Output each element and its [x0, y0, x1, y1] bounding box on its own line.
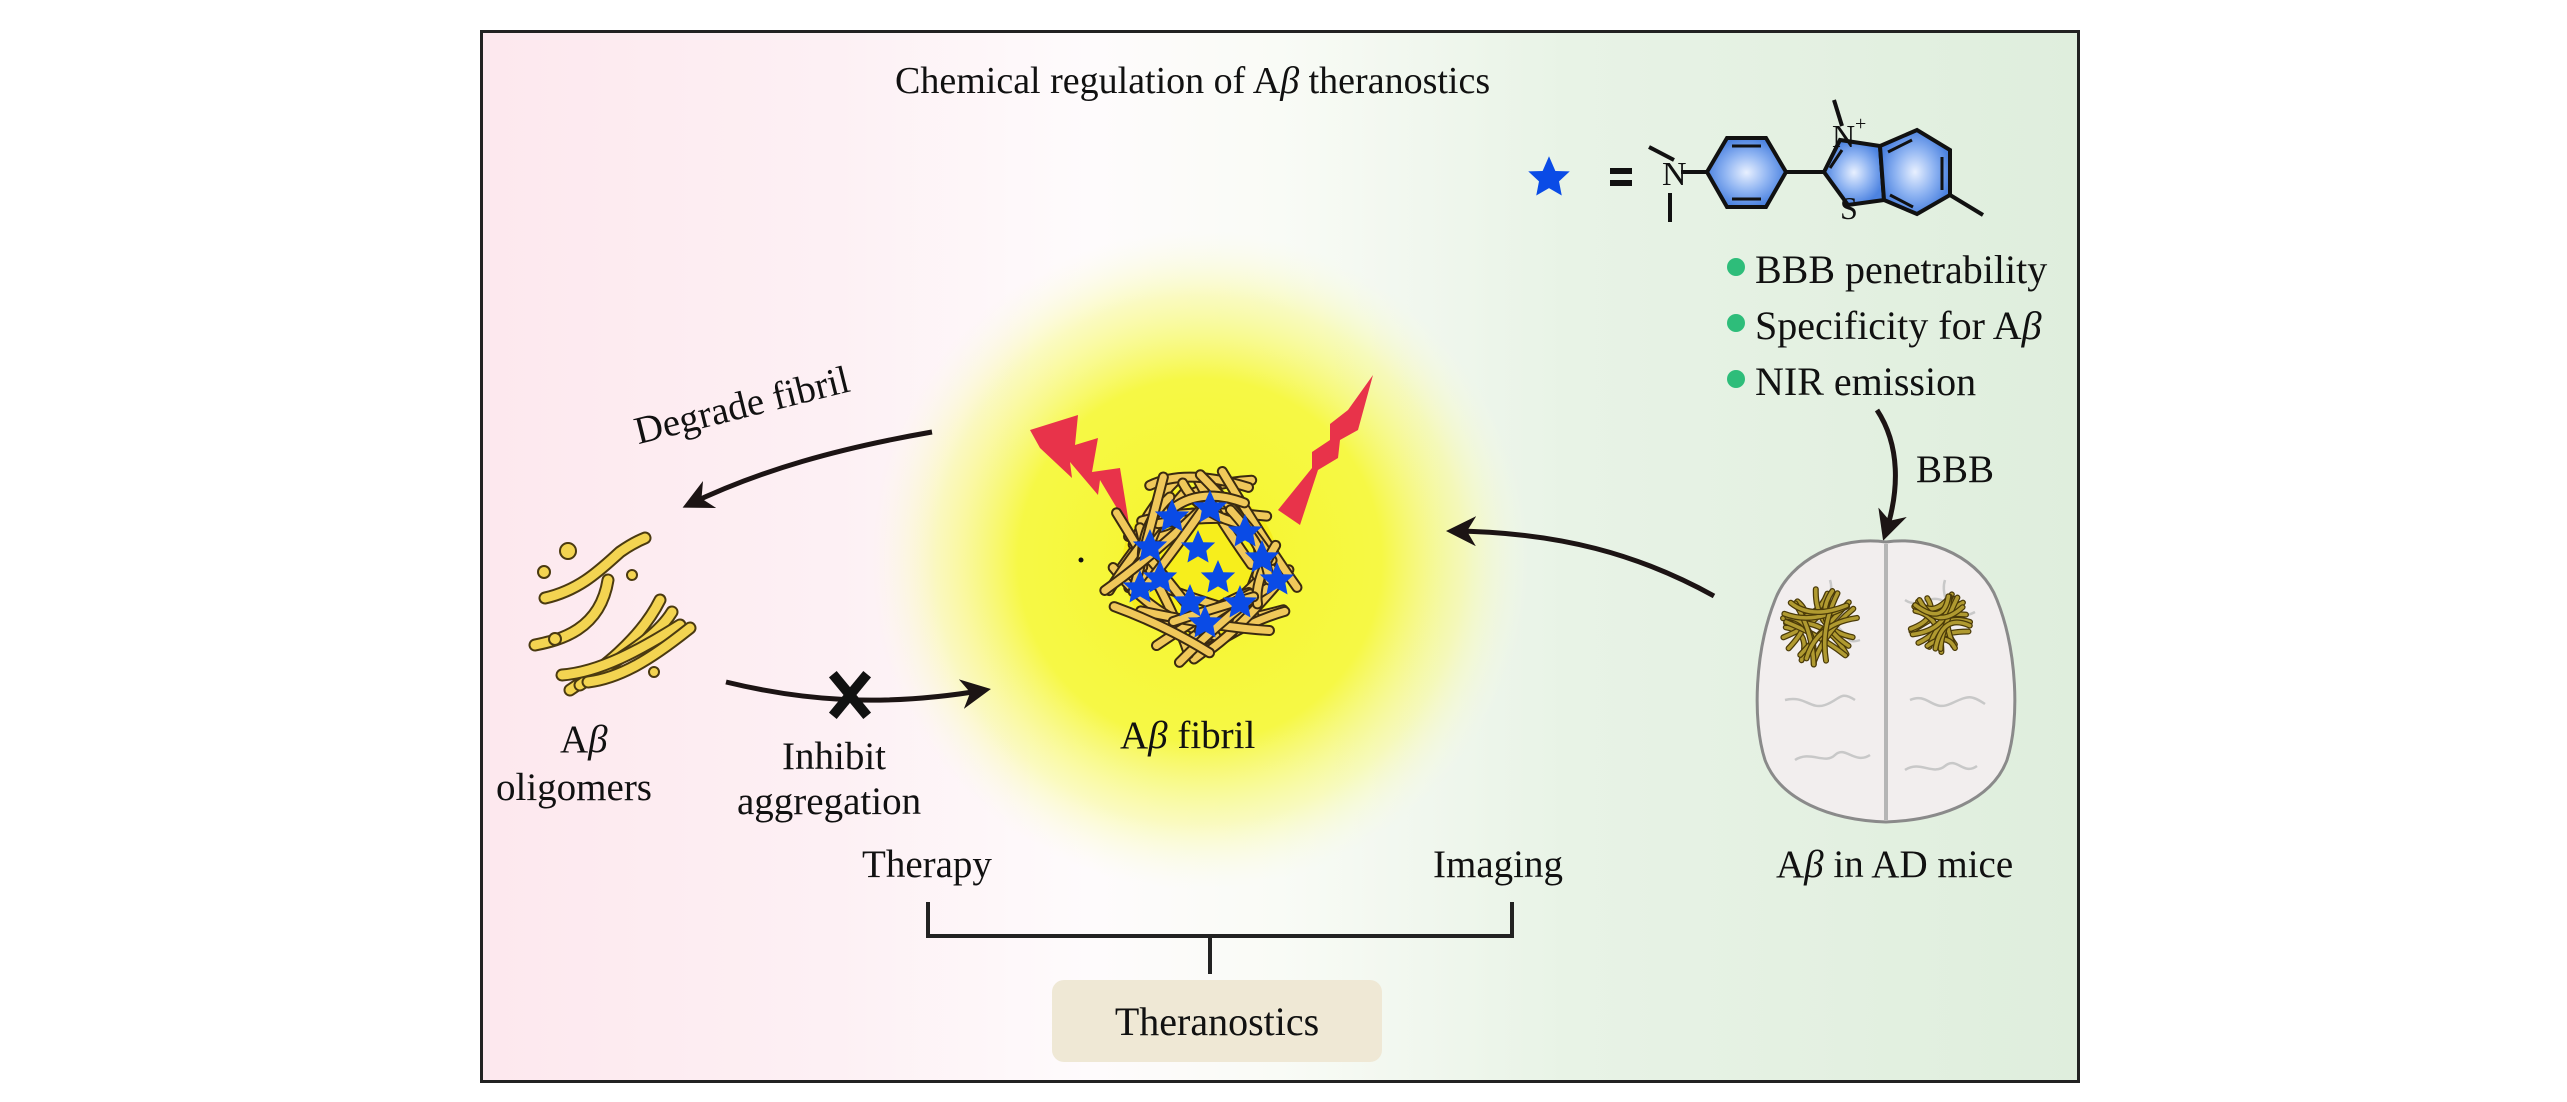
bullet-icon — [1727, 314, 1745, 332]
degrade-arrow — [682, 429, 933, 509]
therapy-label: Therapy — [862, 843, 992, 886]
amyloid-fibril-cluster — [1099, 465, 1303, 668]
oligomer-particle — [537, 565, 551, 579]
plaque-strand — [1933, 620, 1972, 651]
brain-label: Aβ in AD mice — [1776, 845, 2013, 884]
bracket-stem — [1208, 936, 1212, 974]
property-specificity: Specificity for Aβ — [1755, 306, 2042, 346]
molecule-atom-n-ring: N — [1832, 118, 1855, 154]
oligomers-label-text: A — [560, 718, 589, 761]
equals-sign — [1610, 168, 1632, 186]
theranostics-label: Theranostics — [1114, 998, 1320, 1044]
fibril-strand — [1226, 506, 1273, 584]
bullet-icon — [1727, 370, 1745, 388]
title-suffix: theranostics — [1299, 60, 1491, 102]
plaque-strand — [1913, 594, 1951, 616]
molecule-atom-s: S — [1840, 190, 1858, 226]
oligomer-strand — [557, 620, 685, 680]
bracket-horizontal — [926, 934, 1514, 938]
plaque-strand — [1917, 598, 1965, 620]
oligomers-label-line1: Aβ — [560, 720, 608, 759]
property-beta: β — [2021, 303, 2042, 348]
inhibit-label-line2: aggregation — [737, 780, 922, 823]
plaque-strand — [1812, 606, 1856, 663]
inhibit-label-line1: Inhibit — [782, 735, 886, 778]
theranostics-box: Theranostics — [1052, 980, 1382, 1062]
bracket-right-vertical — [1510, 902, 1514, 938]
oligomers-label-line2: oligomers — [496, 766, 652, 809]
oligomer-strand — [583, 623, 695, 687]
plaque-strand — [1789, 600, 1849, 614]
title-beta: β — [1280, 60, 1300, 102]
property-text: Specificity for A — [1755, 303, 2022, 348]
property-nir: NIR emission — [1755, 362, 1976, 402]
bbb-arrow — [1874, 408, 1907, 541]
fibril-strand — [1168, 492, 1248, 513]
fibril-label: Aβ fibril — [1120, 716, 1255, 755]
molecule-atom-charge: + — [1855, 113, 1866, 135]
property-bbb: BBB penetrability — [1755, 250, 2047, 290]
diagram-title: Chemical regulation of Aβ theranostics — [895, 62, 1490, 100]
fibril-label-beta: β — [1148, 714, 1168, 757]
property-text: BBB penetrability — [1755, 247, 2048, 292]
probe-star-icon — [1528, 156, 1570, 196]
imaging-label: Imaging — [1433, 843, 1563, 886]
brain-label-beta: β — [1804, 843, 1824, 886]
property-text: NIR emission — [1755, 359, 1977, 404]
plaque-strand — [1822, 591, 1840, 663]
brain-label-suffix: in AD mice — [1823, 843, 2014, 886]
stray-dot — [1078, 557, 1084, 563]
excitation-bolt-left — [1030, 415, 1130, 530]
oligomers-illustration — [528, 531, 697, 697]
title-text: Chemical regulation of A — [895, 60, 1281, 102]
oligomer-strand — [530, 575, 613, 650]
brain-illustration — [1755, 539, 2017, 824]
oligomer-particle — [559, 542, 577, 560]
brain-label-text: A — [1776, 843, 1805, 886]
molecule-structure — [1648, 99, 1985, 222]
bullet-icon — [1727, 258, 1745, 276]
fibril-label-text: A — [1120, 714, 1149, 757]
fibril-strand — [1110, 603, 1214, 657]
fibril-label-suffix: fibril — [1167, 714, 1256, 757]
blocked-x-icon — [828, 670, 872, 720]
molecule-atom-n-amine: N — [1662, 156, 1687, 193]
bracket-left-vertical — [926, 902, 930, 938]
oligomer-strand — [540, 533, 650, 603]
oligomer-particle — [548, 632, 562, 646]
imaging-arrow — [1446, 516, 1716, 599]
bbb-label: BBB — [1916, 448, 1995, 491]
oligomer-particle — [648, 666, 660, 678]
emission-bolt-right — [1278, 375, 1373, 525]
oligomer-particle — [626, 569, 638, 581]
oligomers-label-beta: β — [588, 718, 608, 761]
